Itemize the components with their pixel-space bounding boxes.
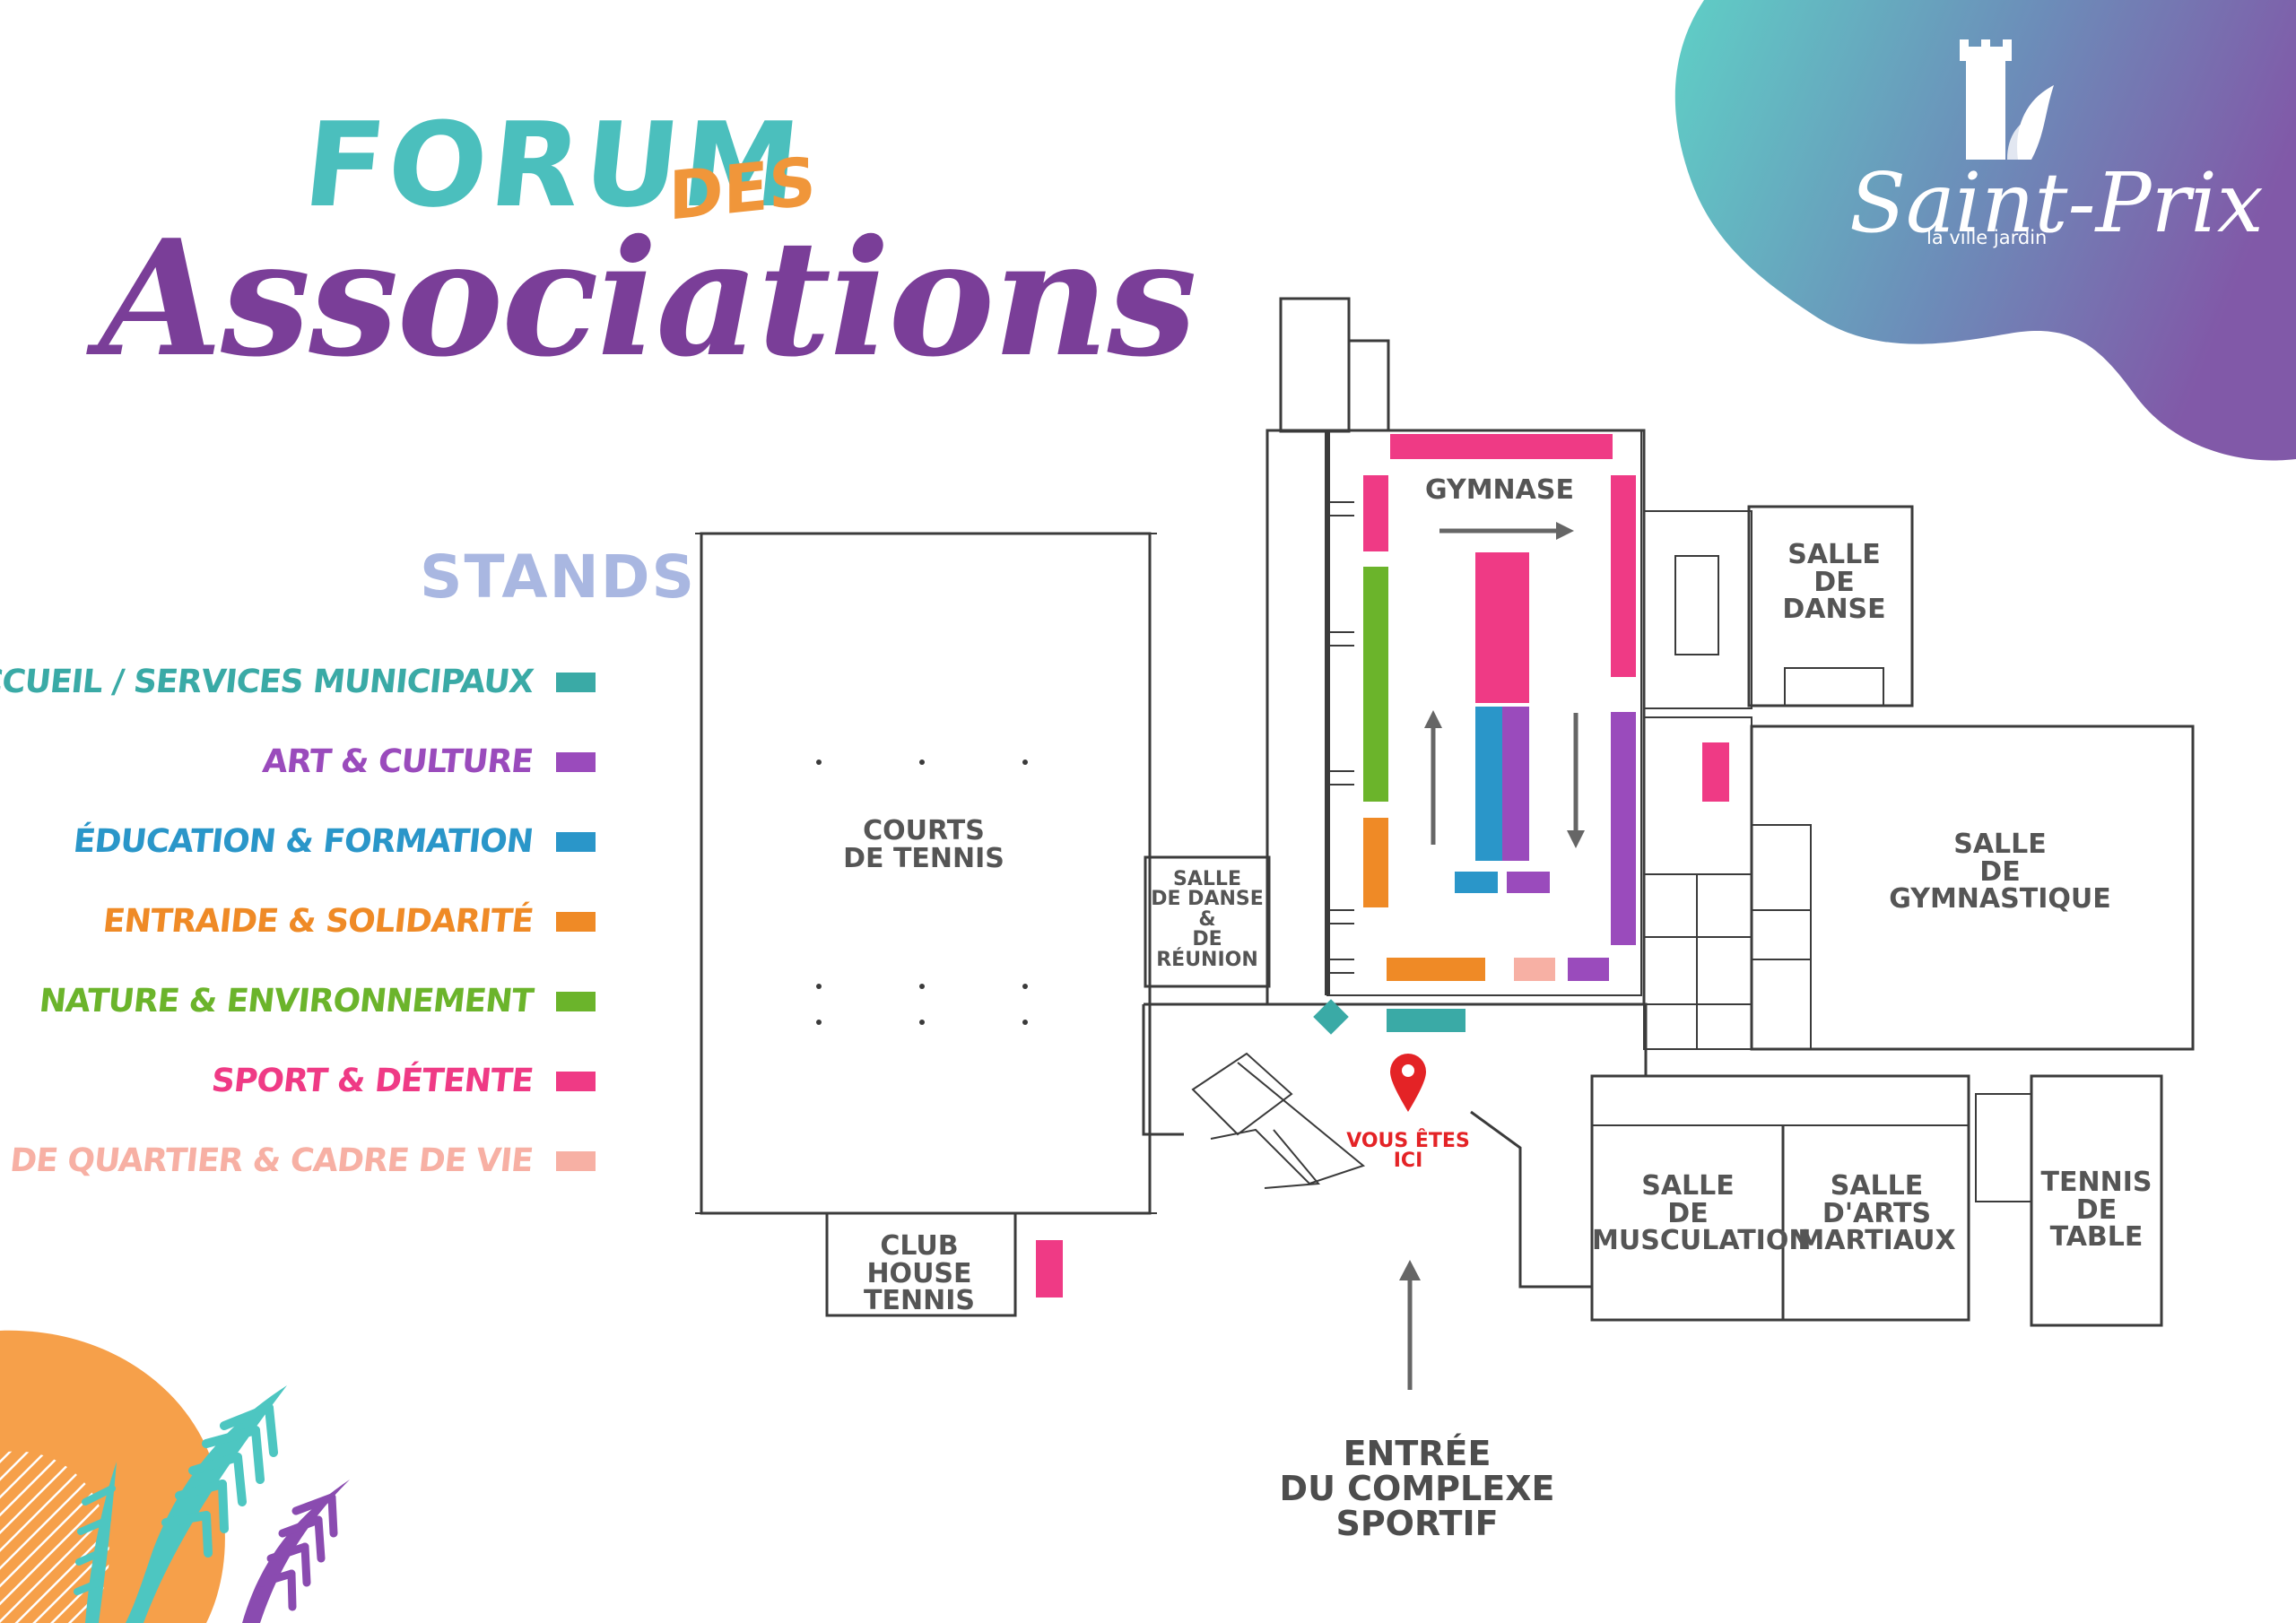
salle-danse-reunion-label: SALLE DE DANSE & DE RÉUNION bbox=[1151, 868, 1264, 971]
legend-swatch bbox=[556, 672, 596, 692]
club-house-label: CLUB HOUSE TENNIS bbox=[864, 1230, 975, 1317]
stand-art bbox=[1502, 707, 1529, 861]
legend-swatch bbox=[556, 831, 596, 852]
stand-art bbox=[1507, 872, 1550, 893]
stand-sport bbox=[1363, 475, 1388, 551]
stand-entraide bbox=[1363, 818, 1388, 907]
stand-education bbox=[1455, 872, 1498, 893]
legend-heading: STANDS bbox=[420, 542, 697, 612]
stand-art bbox=[1611, 712, 1636, 945]
logo-blob: Saint-Prix la ville jardin bbox=[1674, 0, 2296, 461]
decoration-sun-palm bbox=[0, 1330, 350, 1623]
legend-swatch bbox=[556, 751, 596, 772]
logo-name: Saint-Prix bbox=[1849, 155, 2264, 251]
legend-item: NATURE & ENVIRONNEMENT bbox=[38, 983, 596, 1020]
location-pin-icon bbox=[1390, 1054, 1426, 1112]
you-are-here-label: VOUS ÊTES ICI bbox=[1346, 1130, 1470, 1173]
stand-sport bbox=[1036, 1240, 1063, 1298]
stand-sport bbox=[1390, 434, 1613, 459]
stand-entraide bbox=[1387, 958, 1485, 981]
logo-tagline: la ville jardin bbox=[1926, 227, 2047, 248]
tower-icon bbox=[1960, 39, 2054, 160]
stand-accueil bbox=[1387, 1009, 1465, 1032]
legend-swatch bbox=[556, 1150, 596, 1171]
stands bbox=[1036, 434, 1729, 1298]
gymnase-label: GYMNASE bbox=[1425, 474, 1574, 506]
entrance-label: ENTRÉE DU COMPLEXE SPORTIF bbox=[1279, 1434, 1555, 1543]
stand-sport bbox=[1611, 475, 1636, 677]
legend-item: ART & CULTURE bbox=[261, 743, 596, 780]
direction-arrows bbox=[1399, 522, 1585, 1390]
arts-martiaux-label: SALLE D'ARTS MARTIAUX bbox=[1797, 1170, 1956, 1257]
stand-education bbox=[1475, 707, 1502, 861]
salle-gym-label: SALLE DE GYMNASTIQUE bbox=[1889, 829, 2111, 916]
salle-danse-label: SALLE DE DANSE bbox=[1782, 539, 1886, 626]
stand-quartier bbox=[1514, 958, 1555, 981]
legend-swatch bbox=[556, 911, 596, 932]
legend-item: ACCUEIL / SERVICES MUNICIPAUX bbox=[0, 664, 596, 700]
gymnase-outline bbox=[1265, 429, 1646, 1006]
title-associations: Associations bbox=[99, 204, 1197, 392]
stand-accueil bbox=[1313, 999, 1349, 1035]
stand-sport bbox=[1475, 552, 1529, 703]
stand-sport bbox=[1702, 742, 1729, 802]
musculation-label: SALLE DE MUSCULATION bbox=[1592, 1170, 1812, 1257]
legend-item: VIE DE QUARTIER & CADRE DE VIE bbox=[0, 1142, 596, 1179]
legend-item: SPORT & DÉTENTE bbox=[210, 1063, 596, 1099]
legend-item: ENTRAIDE & SOLIDARITÉ bbox=[101, 903, 596, 940]
legend-swatch bbox=[556, 1071, 596, 1091]
stand-nature bbox=[1363, 567, 1388, 802]
courts-label: COURTS DE TENNIS bbox=[843, 815, 1004, 874]
palm-leaf-icon bbox=[74, 1385, 350, 1623]
stand-art bbox=[1568, 958, 1609, 981]
legend-swatch bbox=[556, 991, 596, 1011]
legend-item: ÉDUCATION & FORMATION bbox=[72, 823, 596, 860]
tennis-table-label: TENNIS DE TABLE bbox=[2040, 1167, 2152, 1254]
